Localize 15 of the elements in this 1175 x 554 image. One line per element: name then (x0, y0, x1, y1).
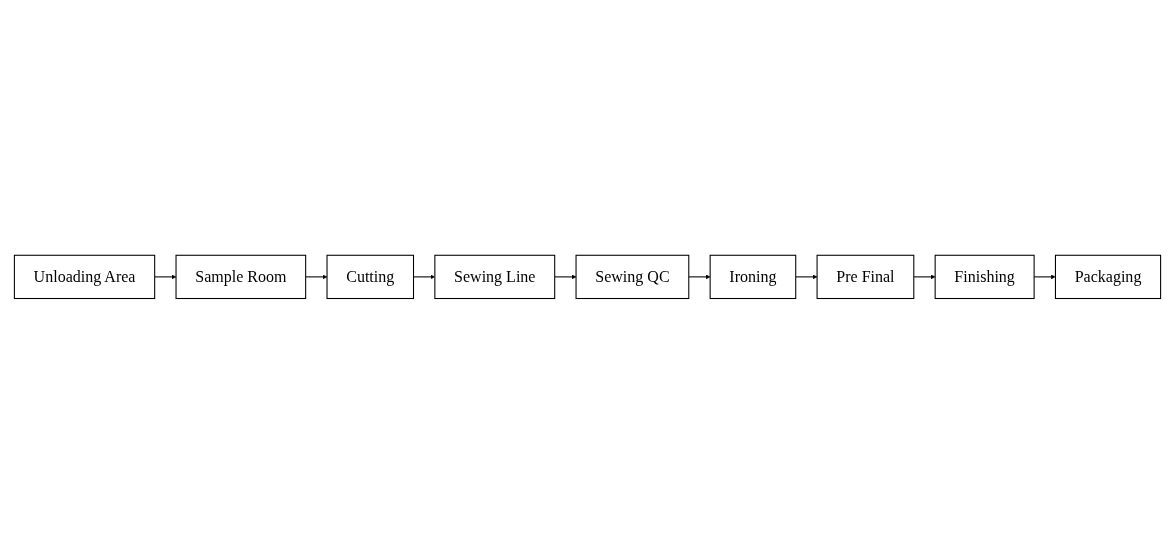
arrow (913, 274, 936, 280)
arrow (305, 274, 328, 280)
node-box: Finishing (934, 254, 1035, 300)
arrow (154, 274, 177, 280)
node-box: Pre Final (816, 254, 915, 300)
node-box: Ironing (709, 254, 797, 300)
node-box: Unloading Area (13, 254, 156, 300)
arrow (688, 274, 711, 280)
arrow (554, 274, 577, 280)
node-box: Cutting (326, 254, 415, 300)
arrow (795, 274, 818, 280)
node-box: Sample Room (175, 254, 307, 300)
node-box: Sewing Line (434, 254, 556, 300)
node-box: Sewing QC (575, 254, 690, 300)
node-box: Packaging (1054, 254, 1162, 300)
